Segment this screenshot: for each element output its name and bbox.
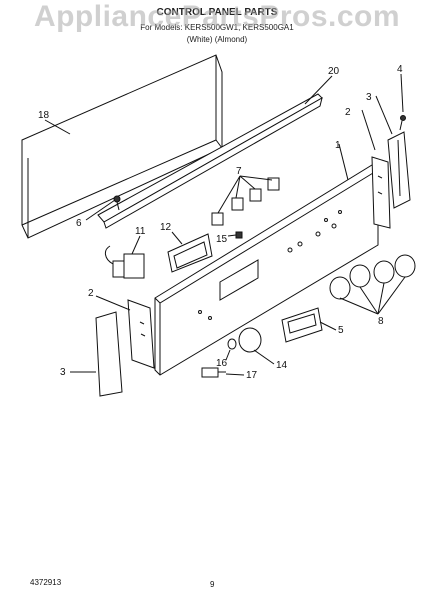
callout-6: 6: [76, 218, 82, 229]
callout-14: 14: [276, 360, 288, 371]
end-cap-left-part: [127, 299, 155, 369]
callout-15: 15: [216, 234, 228, 245]
callout-2-left: 2: [88, 288, 94, 299]
callout-3-left: 3: [60, 367, 66, 378]
callout-1: 1: [335, 140, 341, 151]
lens-part-12: [167, 233, 213, 273]
callout-12: 12: [160, 222, 172, 233]
diagram-title: CONTROL PANEL PARTS: [156, 7, 278, 18]
document-number: 4372913: [30, 578, 62, 587]
switch-parts-7: [211, 177, 280, 226]
leader-lines: [44, 73, 406, 376]
control-knob-parts-8: [329, 254, 416, 300]
callout-2-right: 2: [345, 107, 351, 118]
callout-18: 18: [38, 110, 50, 121]
callout-7: 7: [236, 166, 242, 177]
screw-part-4: [399, 115, 406, 131]
end-trim-left-part: [95, 311, 123, 397]
callout-20: 20: [328, 66, 340, 77]
control-panel-part: [154, 164, 379, 376]
clock-module-part-5: [281, 307, 323, 343]
color-variants: (White) (Almond): [186, 35, 248, 44]
callout-5: 5: [338, 325, 344, 336]
model-numbers: For Models: KERS500GW1, KERS500GA1: [140, 23, 294, 32]
relay-part-11: [105, 245, 145, 279]
screw-part-6: [113, 195, 121, 211]
callout-8: 8: [378, 316, 384, 327]
callout-3-right: 3: [366, 92, 372, 103]
lamp-part-16: [227, 338, 237, 350]
callout-17: 17: [246, 370, 258, 381]
end-cap-right-part: [371, 156, 391, 229]
callout-11: 11: [135, 226, 146, 237]
callout-4: 4: [397, 64, 403, 75]
callout-16: 16: [216, 358, 228, 369]
end-trim-right-part: [387, 131, 411, 209]
terminal-part-17: [201, 367, 226, 378]
top-trim-part: [97, 93, 323, 229]
page-number: 9: [210, 580, 215, 589]
switch-part-15: [235, 231, 243, 239]
knob-part-14: [238, 327, 262, 353]
